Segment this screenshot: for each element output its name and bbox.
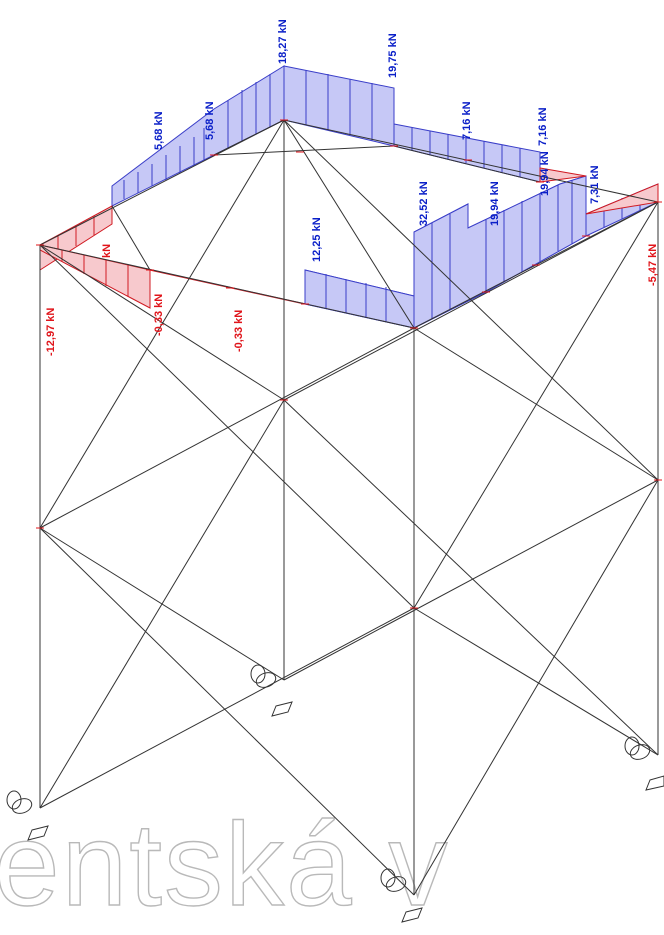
label-mid-c: 19,94 kN [489,181,501,226]
force-area-top-right [283,65,395,147]
support-middle [250,664,293,717]
label-mid-e: 7,31 kN [589,165,601,204]
support-front [380,868,423,923]
label-left-b: 5,68 kN [204,101,216,140]
label-mid-b: 32,52 kN [418,181,430,226]
label-right-b: 7,16 kN [537,107,549,146]
frame-nodes [36,119,662,609]
positive-force-diagram [111,65,659,329]
label-mid-d: 19,94 kN [539,151,551,196]
support-left [6,790,49,841]
watermark-text: entská v [0,799,449,931]
label-neg-a: -12,97 kN [45,308,57,356]
label-right-a: 7,16 kN [461,101,473,140]
label-neg-b: -0,33 kN [153,294,165,336]
support-right [624,736,664,791]
force-labels: 18,27 kN 19,75 kN 5,68 kN 5,68 kN 7,16 k… [45,19,659,356]
label-neg-c: -0,33 kN [233,310,245,352]
label-top-a: 18,27 kN [277,19,289,64]
label-left-a: 5,68 kN [153,111,165,150]
label-top-b: 19,75 kN [387,33,399,78]
label-neg-d: -5,47 kN [647,244,659,286]
label-neg-partial: kN [101,244,113,258]
label-mid-a: 12,25 kN [311,217,323,262]
